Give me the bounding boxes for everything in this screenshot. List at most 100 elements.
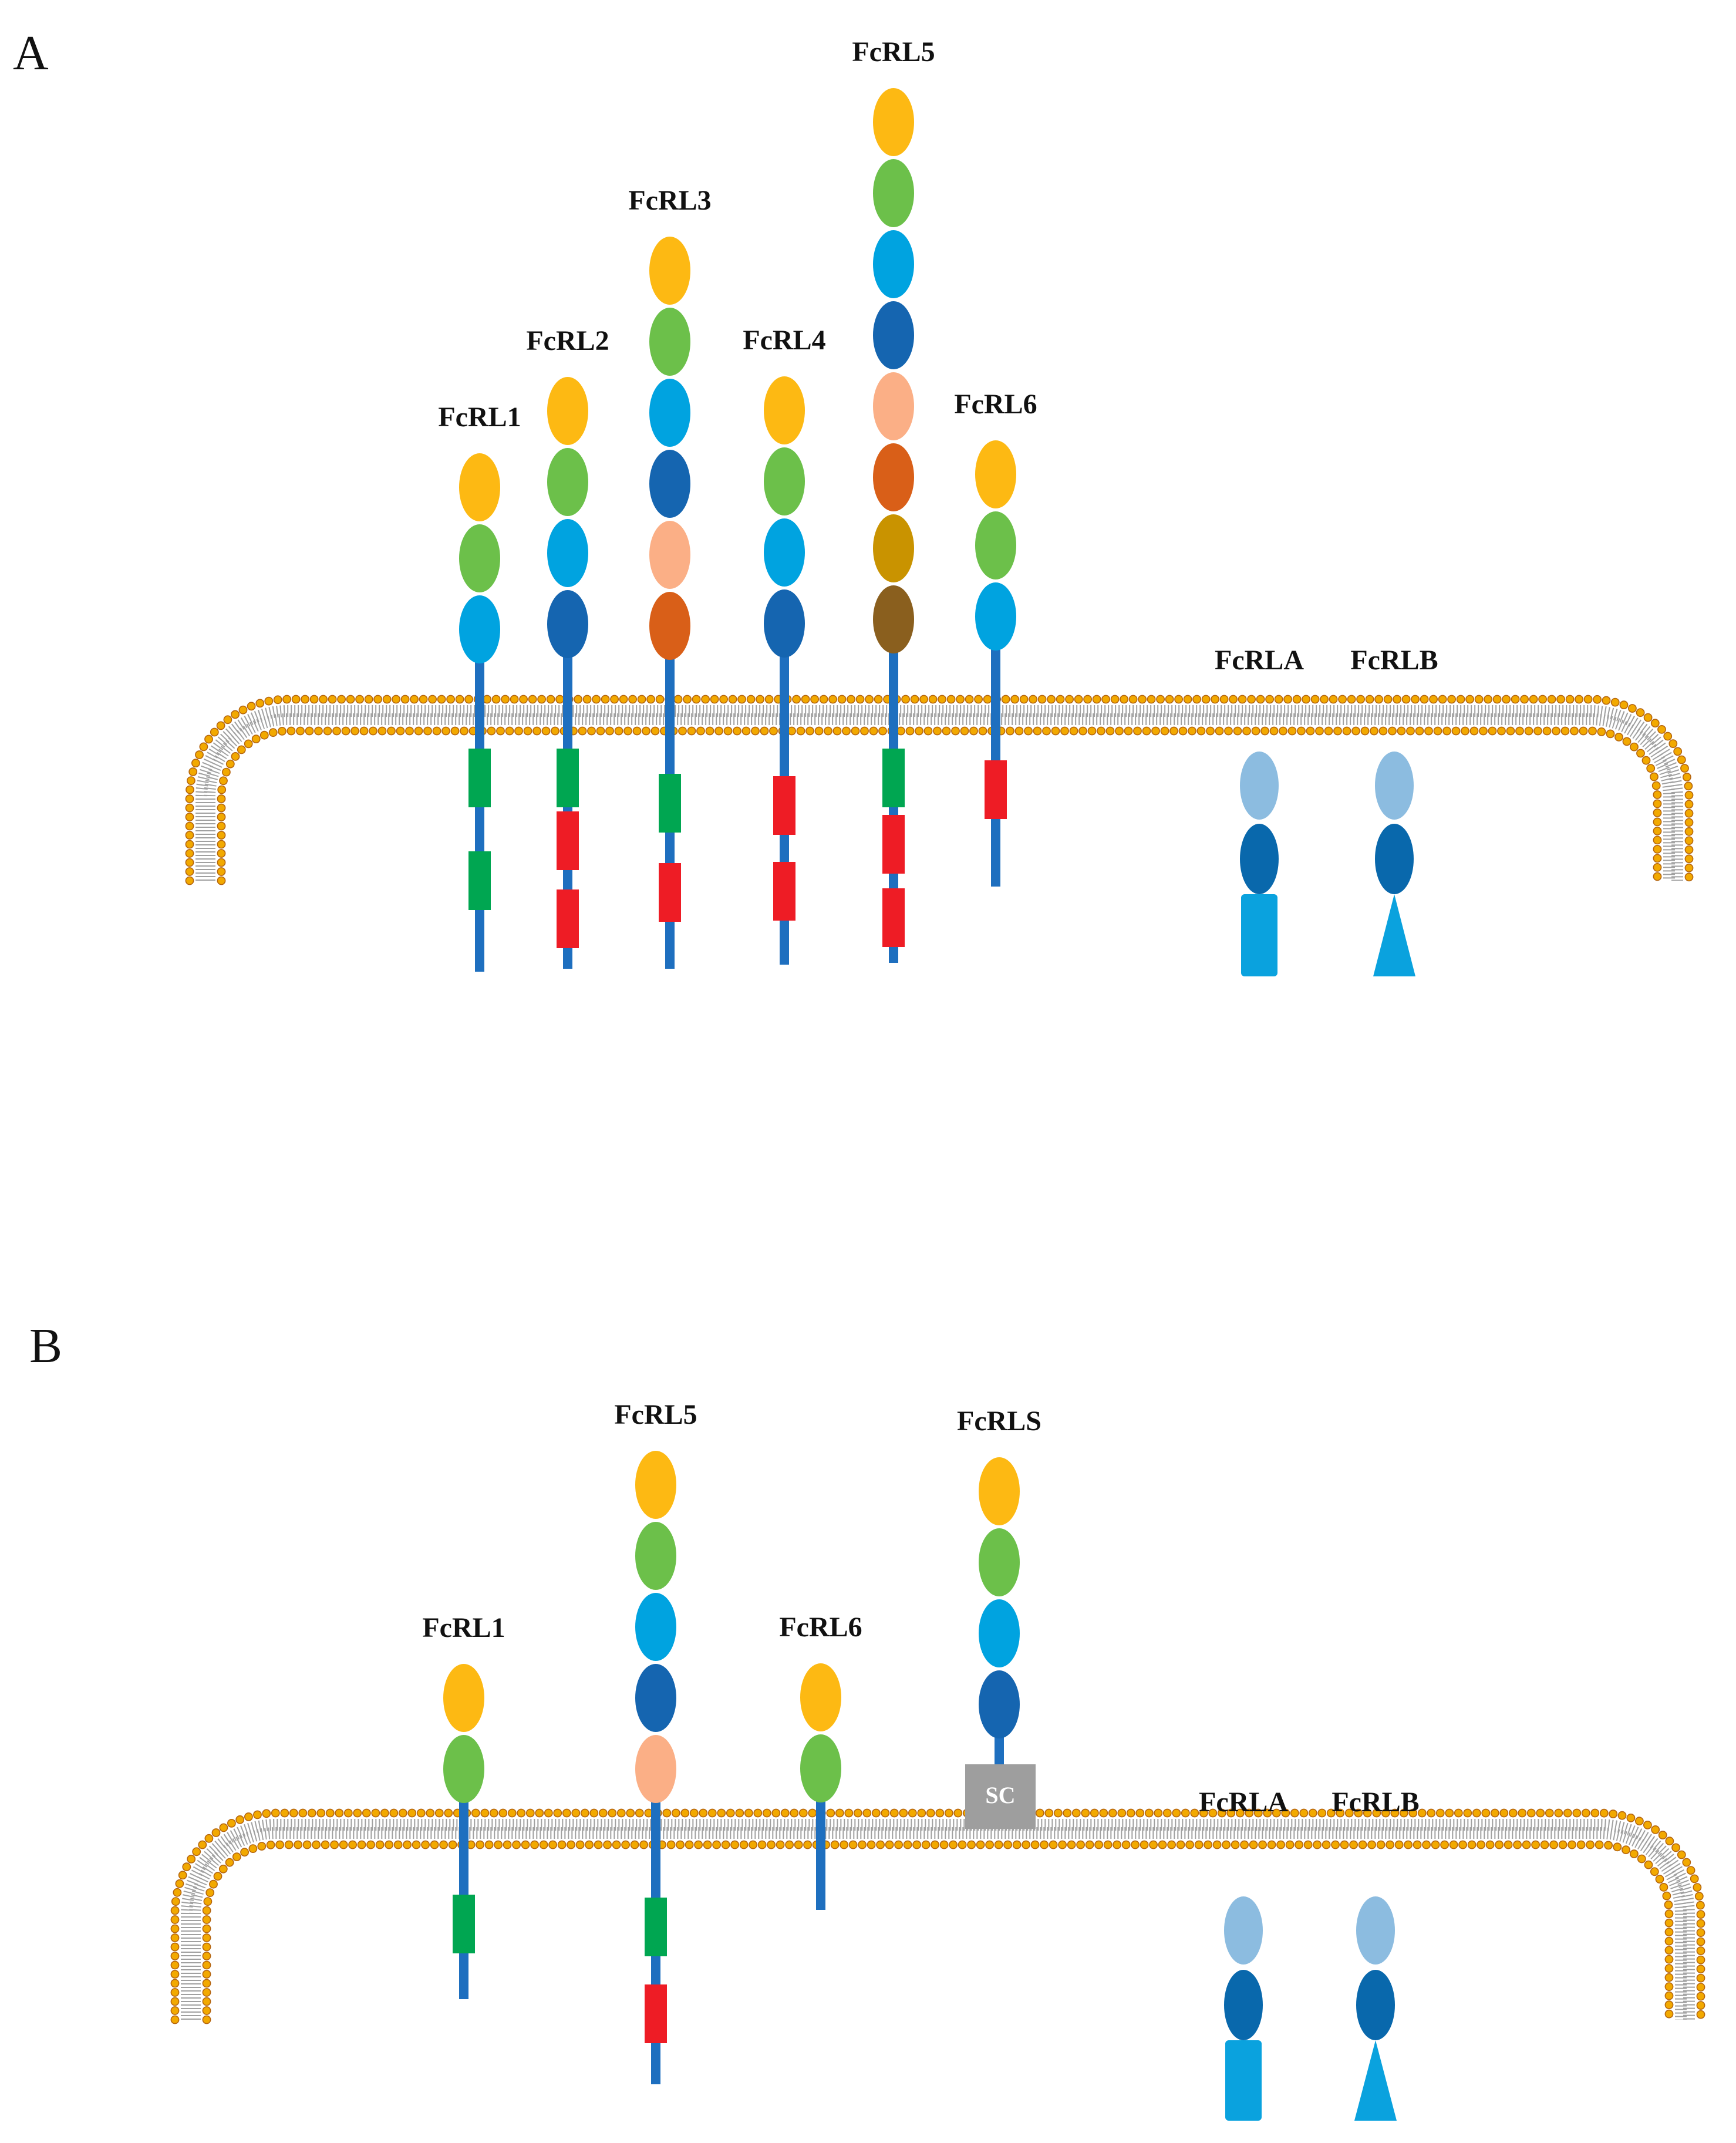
itim-motif	[659, 863, 681, 922]
ig-domain-8	[873, 585, 914, 653]
panel-b-fcrlb: FcRLB	[1332, 1787, 1420, 2121]
ig-domain-2	[873, 159, 914, 227]
ig-domain-4	[873, 301, 914, 369]
panel-a-membrane-tails-inner	[204, 713, 1675, 881]
panel-a-fcrl6: FcRL6	[954, 389, 1037, 887]
panel-a-membrane-heads-inner	[217, 726, 1662, 885]
ig-domain-4	[979, 1670, 1020, 1738]
receptor-label: FcRL3	[628, 185, 711, 216]
ig-domain-5	[635, 1735, 676, 1803]
intracellular-label: FcRLA	[1199, 1787, 1288, 1818]
ig-domain-4	[635, 1664, 676, 1732]
itim-motif	[773, 862, 795, 921]
panel-b-letter: B	[29, 1319, 62, 1373]
receptor-label: FcRL4	[743, 325, 825, 356]
panel-a-membrane	[185, 695, 1694, 885]
itam-motif	[659, 774, 681, 833]
panel-b-membrane-tails-outer	[181, 1819, 1695, 2020]
receptor-label: FcRL5	[614, 1399, 697, 1430]
panel-b-fcrl5: FcRL5	[614, 1399, 697, 2084]
panel-a-fcrla: FcRLA	[1215, 645, 1304, 976]
panel-a-membrane-tails-outer	[195, 705, 1683, 881]
ig-domain-2	[649, 308, 690, 376]
ig-domain-1	[764, 376, 805, 444]
ig-domain-3	[459, 595, 500, 663]
ig-domain-1	[443, 1664, 484, 1732]
ig-domain-2	[764, 447, 805, 515]
ig-domain-2	[459, 524, 500, 592]
triangular-tail	[1354, 2040, 1397, 2121]
panel-b-fcrl1: FcRL1	[422, 1612, 505, 1999]
light-domain	[1375, 752, 1414, 820]
panel-b-fcrla: FcRLA	[1199, 1787, 1288, 2121]
secretory-component-box	[965, 1764, 1036, 1829]
dark-domain	[1375, 824, 1414, 894]
dark-domain	[1224, 1970, 1263, 2040]
ig-domain-7	[873, 514, 914, 582]
ig-domain-3	[649, 379, 690, 447]
ig-domain-3	[975, 582, 1016, 651]
itam-motif	[453, 1895, 475, 1953]
intracellular-label: FcRLB	[1332, 1787, 1419, 1818]
ig-domain-3	[547, 519, 588, 587]
rectangular-tail	[1241, 894, 1277, 976]
itam-motif	[882, 749, 905, 807]
intracellular-label: FcRLB	[1350, 645, 1438, 676]
panel-b-intracellular: FcRLA FcRLB	[1199, 1787, 1420, 2121]
ig-domain-3	[764, 518, 805, 587]
triangular-tail	[1373, 894, 1415, 976]
ig-domain-2	[979, 1528, 1020, 1596]
itim-motif	[882, 888, 905, 947]
ig-domain-1	[975, 440, 1016, 508]
light-domain	[1240, 752, 1279, 820]
receptor-label: FcRL6	[779, 1612, 862, 1643]
itam-motif	[468, 749, 491, 807]
ig-domain-3	[979, 1599, 1020, 1667]
ig-domain-1	[547, 377, 588, 445]
ig-domain-1	[459, 453, 500, 521]
dark-domain	[1240, 824, 1279, 894]
panel-b-membrane-heads-outer	[170, 1808, 1705, 2024]
ig-domain-2	[635, 1522, 676, 1590]
ig-domain-4	[764, 589, 805, 658]
itim-motif	[557, 889, 579, 948]
light-domain	[1224, 1896, 1263, 1965]
ig-domain-3	[873, 230, 914, 298]
ig-domain-5	[649, 521, 690, 589]
receptor-label: FcRL2	[526, 325, 609, 356]
ig-domain-2	[443, 1735, 484, 1803]
itam-motif	[645, 1898, 667, 1956]
itim-motif	[557, 811, 579, 870]
ig-domain-1	[979, 1457, 1020, 1525]
receptor-label: FcRL1	[438, 402, 521, 433]
receptor-label: FcRLS	[957, 1406, 1041, 1437]
dark-domain	[1356, 1970, 1395, 2040]
receptor-label: FcRL1	[422, 1612, 505, 1643]
transmembrane-stalk	[459, 1769, 468, 1999]
panel-a-fcrl3: FcRL3	[628, 185, 712, 969]
rectangular-tail	[1225, 2040, 1262, 2121]
intracellular-label: FcRLA	[1215, 645, 1304, 676]
ig-domain-2	[547, 448, 588, 516]
receptor-label: FcRL6	[954, 389, 1037, 420]
itim-motif	[985, 760, 1007, 819]
panel-a-fcrl5: FcRL5	[852, 36, 935, 963]
panel-b-membrane-tails-inner	[189, 1827, 1687, 2020]
ig-domain-6	[649, 592, 690, 660]
panel-b-membrane-heads-inner	[202, 1840, 1674, 2024]
receptor-label: FcRL5	[852, 36, 935, 68]
panel-a-fcrl1: FcRL1	[438, 402, 521, 972]
ig-domain-3	[635, 1593, 676, 1661]
itim-motif	[645, 1984, 667, 2043]
panel-b-fcrl6: FcRL6	[779, 1612, 862, 1910]
panel-a-intracellular: FcRLA FcRLB	[1215, 645, 1438, 976]
ig-domain-1	[649, 237, 690, 305]
itam-motif	[557, 749, 579, 807]
ig-domain-4	[547, 590, 588, 658]
panel-a-letter: A	[13, 26, 49, 80]
